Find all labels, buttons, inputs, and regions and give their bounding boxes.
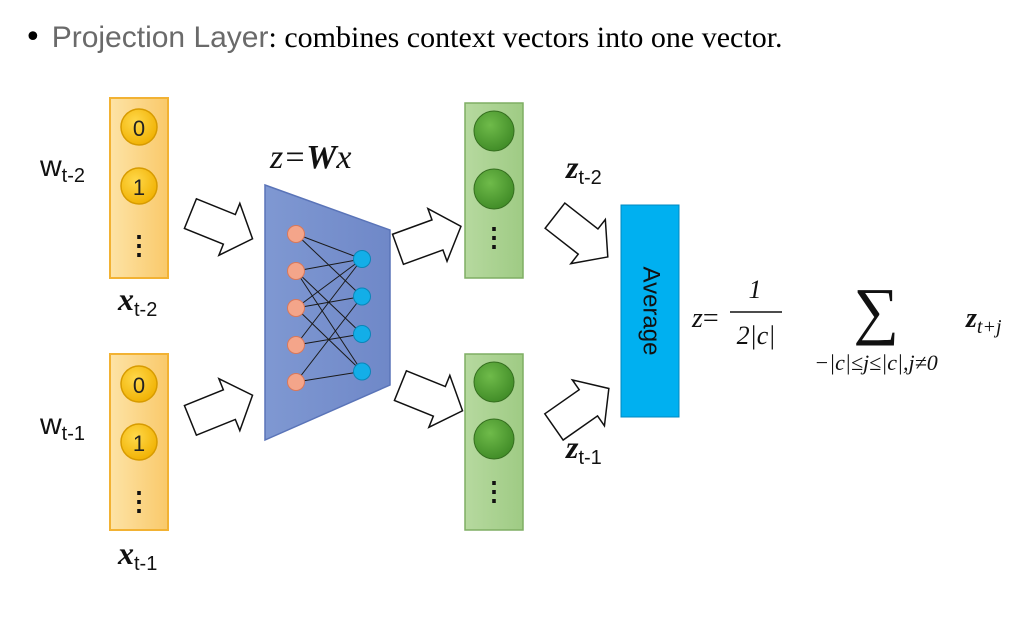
projection-formula: z=Wx: [269, 139, 352, 176]
output-label-z-t-2: zt-2: [565, 149, 602, 189]
word-label-w-t-1: wt-1: [39, 408, 85, 445]
projection-output-node: [353, 325, 371, 343]
sum-symbol: ∑: [853, 275, 899, 346]
ellipsis: ⋮: [126, 487, 152, 516]
ellipsis: ⋮: [481, 477, 507, 506]
fraction-numerator: 1: [749, 275, 762, 304]
connection-line: [295, 258, 363, 309]
input-node: [120, 423, 158, 461]
connection-line: [295, 258, 363, 272]
slide-heading: • Projection Layer: combines context vect…: [24, 18, 783, 58]
sum-term: zt+j: [965, 303, 1002, 338]
heading-description: : combines context vectors into one vect…: [268, 21, 783, 54]
input-node-value: 1: [133, 431, 145, 456]
input-node-value: 0: [133, 116, 145, 141]
equation-lhs: z=: [691, 303, 719, 334]
projection-trapezoid: [264, 183, 391, 442]
projection-input-node: [287, 373, 305, 391]
projection-input-node: [287, 336, 305, 354]
ellipsis: ⋮: [126, 231, 152, 260]
arrow-icon: [391, 207, 462, 266]
projection-output-node: [353, 250, 371, 268]
projection-input-nodes: [287, 225, 305, 391]
output-vector-z-t-1: ⋮: [464, 353, 524, 531]
arrow-icon: [183, 377, 254, 437]
output-label-z-t-1: zt-1: [565, 429, 602, 469]
input-node-value: 1: [133, 175, 145, 200]
average-label: Average: [638, 267, 665, 356]
input-node: [120, 108, 158, 146]
projection-input-node: [287, 262, 305, 280]
fraction-denominator: 2|c|: [737, 321, 776, 350]
output-vector-z-t-2: ⋮: [464, 102, 524, 279]
projection-output-node: [353, 362, 371, 381]
projection-input-node: [287, 299, 305, 317]
connection-line: [295, 371, 363, 383]
arrow-icon: [544, 202, 609, 265]
input-vector-x-t-2: 0 1 ⋮: [109, 97, 169, 279]
bullet: •: [24, 20, 42, 55]
projection-input-node: [287, 225, 305, 243]
output-node: [473, 168, 515, 210]
vector-label-x-t-1: xt-1: [117, 535, 157, 575]
ellipsis: ⋮: [481, 223, 507, 252]
input-node: [120, 365, 158, 403]
arrow-icon: [183, 197, 254, 257]
vector-label-x-t-2: xt-2: [117, 281, 157, 321]
output-node: [473, 418, 515, 460]
output-node: [473, 110, 515, 152]
connection-line: [295, 233, 363, 260]
average-equation: z= 1 2|c| ∑ −|c|≤j≤|c|,j≠0 zt+j: [691, 275, 1002, 375]
output-node: [473, 361, 515, 403]
sum-range: −|c|≤j≤|c|,j≠0: [814, 350, 938, 375]
connection-line: [295, 270, 363, 372]
input-vector-x-t-1: 0 1 ⋮: [109, 353, 169, 531]
connection-line: [295, 296, 363, 383]
average-block: [620, 204, 680, 418]
arrow-icon: [543, 378, 610, 442]
projection-output-nodes: [353, 250, 371, 381]
projection-connections: [295, 233, 363, 383]
connection-line: [295, 258, 363, 346]
input-node-value: 0: [133, 373, 145, 398]
projection-output-node: [353, 287, 371, 306]
arrow-icon: [393, 369, 464, 429]
input-node: [120, 167, 158, 205]
heading-term: Projection Layer: [51, 21, 269, 54]
word-label-w-t-2: wt-2: [39, 150, 85, 187]
